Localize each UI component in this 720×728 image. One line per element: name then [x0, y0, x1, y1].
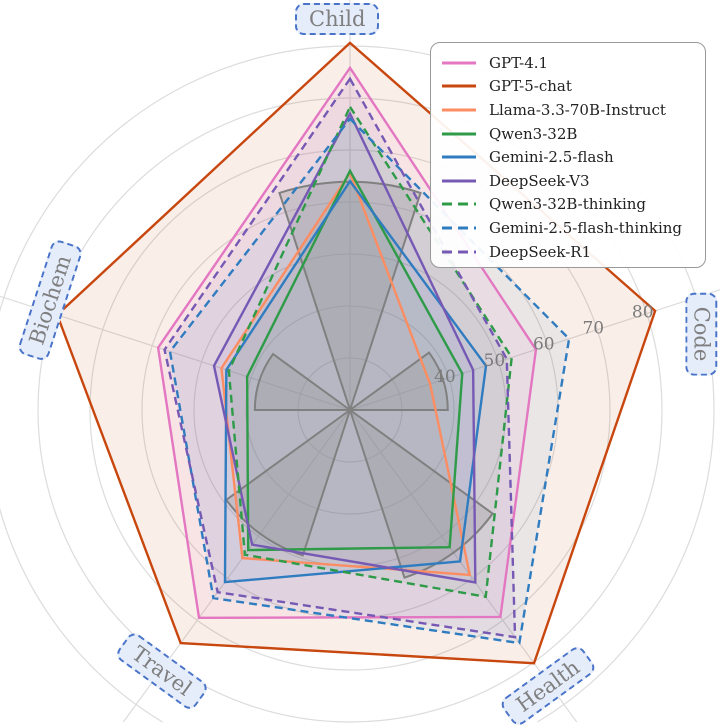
legend-item: GPT-4.1 [441, 51, 705, 75]
legend-label: Gemini-2.5-flash-thinking [489, 218, 683, 237]
legend-swatch [442, 202, 476, 206]
axis-label-child: Child [295, 3, 380, 35]
series-fill [224, 181, 487, 583]
legend-label: Gemini-2.5-flash [489, 148, 614, 167]
legend-item: Gemini-2.5-flash-thinking [441, 216, 705, 240]
legend-swatch [442, 179, 476, 183]
legend-item: DeepSeek-R1 [441, 240, 705, 264]
legend-item: Gemini-2.5-flash [441, 145, 705, 169]
legend-item: Llama-3.3-70B-Instruct [441, 98, 705, 122]
background-wedge [253, 352, 354, 411]
series-fill [213, 113, 476, 583]
series-line [212, 110, 477, 584]
series-line [220, 170, 472, 577]
legend-swatch [442, 61, 476, 65]
series-fill [247, 170, 463, 551]
background-wedge [348, 407, 495, 579]
axis-label-code: Code [685, 292, 718, 376]
legend-swatch [442, 108, 476, 112]
legend-item: DeepSeek-V3 [441, 169, 705, 193]
radial-tick-label: 40 [434, 367, 456, 387]
legend-label: DeepSeek-R1 [489, 242, 592, 261]
background-wedge [224, 407, 352, 557]
legend-item: GPT-5-chat [441, 75, 705, 99]
legend-label: DeepSeek-V3 [489, 171, 590, 190]
series-line [227, 104, 513, 599]
legend-swatch [442, 250, 476, 254]
series-line [163, 76, 517, 639]
legend-swatch [442, 155, 476, 159]
series-fill [228, 106, 512, 597]
legend-label: GPT-4.1 [489, 53, 549, 72]
legend-item: Qwen3-32B [441, 122, 705, 146]
series-fill [221, 172, 470, 575]
grid-spoke [349, 409, 578, 723]
legend-label: Qwen3-32B [489, 124, 578, 143]
legend-swatch [442, 132, 476, 136]
legend-item: Qwen3-32B-thinking [441, 193, 705, 217]
legend-swatch [442, 226, 476, 230]
series-line [223, 179, 488, 584]
radial-tick-label: 70 [582, 319, 604, 339]
legend-label: GPT-5-chat [489, 77, 572, 96]
radial-tick-label: 50 [484, 351, 506, 371]
series-line [156, 65, 538, 620]
radial-tick-label: 60 [533, 335, 555, 355]
series-line [168, 116, 571, 645]
radial-tick-label: 80 [632, 303, 654, 323]
series-line [245, 168, 464, 552]
legend-swatch [442, 84, 476, 88]
legend-label: Qwen3-32B-thinking [489, 195, 647, 214]
legend-label: Llama-3.3-70B-Instruct [489, 100, 666, 119]
